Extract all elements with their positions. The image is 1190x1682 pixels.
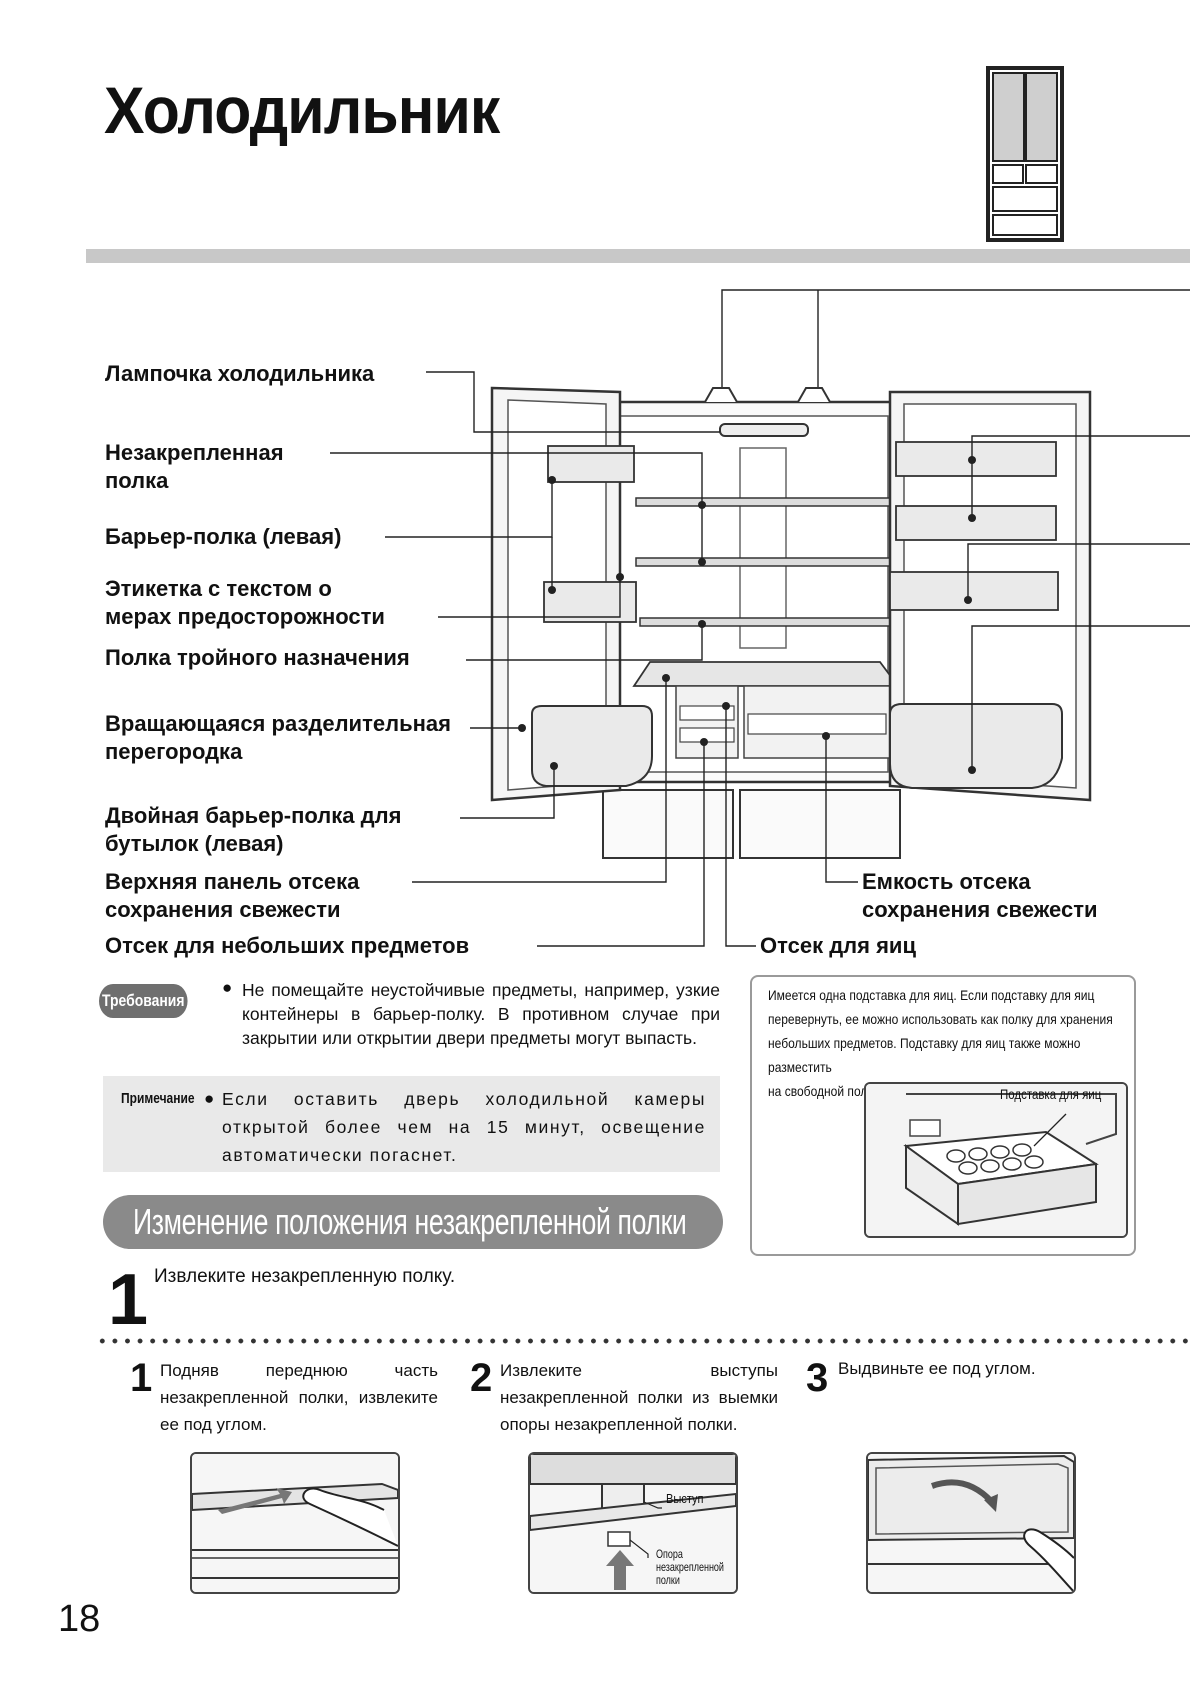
- step-1-figure: [190, 1452, 400, 1594]
- label-egg-compartment: Отсек для яиц: [760, 933, 916, 958]
- requirements-bullet: ●: [222, 978, 233, 997]
- requirements-text: Не помещайте неустойчивые предметы, напр…: [242, 980, 720, 1048]
- page-title: Холодильник: [104, 73, 500, 147]
- dotted-divider: [96, 1338, 1190, 1344]
- egg-info-box: [750, 975, 1136, 1256]
- figure2-support-label: Опора незакрепленной полки: [656, 1547, 724, 1587]
- label-triple-shelf: Полка тройного назначения: [105, 645, 410, 670]
- label-lamp: Лампочка холодильника: [105, 361, 375, 386]
- section-title: Изменение положения незакрепленной полки: [133, 1201, 687, 1242]
- page-number: 18: [58, 1598, 101, 1640]
- section-bar: [103, 1195, 723, 1249]
- substep-1-text: Подняв переднюю часть незакрепленной пол…: [160, 1361, 438, 1434]
- requirements-badge: Требования: [99, 984, 188, 1018]
- title-rule: [86, 249, 1190, 263]
- substep-1-number: 1: [130, 1356, 153, 1400]
- note-label: Примечание: [121, 1090, 195, 1107]
- note-panel: [103, 1076, 720, 1172]
- fridge-diagram: [330, 289, 1190, 947]
- egg-info-text: Имеется одна подставка для яиц. Если под…: [768, 987, 1113, 1099]
- substep-3-text: Выдвиньте ее под углом.: [838, 1359, 1036, 1378]
- step-2-figure: [528, 1452, 738, 1594]
- substep-2-text: Извлеките выступы незакрепленной полки и…: [500, 1361, 778, 1434]
- note-bullet: ●: [204, 1089, 215, 1108]
- label-barrier-left: Барьер-полка (левая): [105, 524, 342, 549]
- substep-2-number: 2: [470, 1356, 493, 1400]
- label-small-items: Отсек для небольших предметов: [105, 933, 470, 958]
- substep-3-number: 3: [806, 1356, 829, 1400]
- egg-figure-label: Подставка для яиц: [1000, 1086, 1102, 1102]
- main-step-number: 1: [108, 1260, 149, 1340]
- note-text: Если оставить дверь холодильной камеры о…: [222, 1089, 706, 1165]
- egg-tray-figure: [864, 1082, 1128, 1238]
- step-3-figure: [866, 1452, 1076, 1594]
- main-step-text: Извлеките незакрепленную полку.: [154, 1266, 456, 1287]
- figure2-protrusion-label: Выступ: [666, 1491, 704, 1506]
- fridge-icon: [986, 66, 1064, 242]
